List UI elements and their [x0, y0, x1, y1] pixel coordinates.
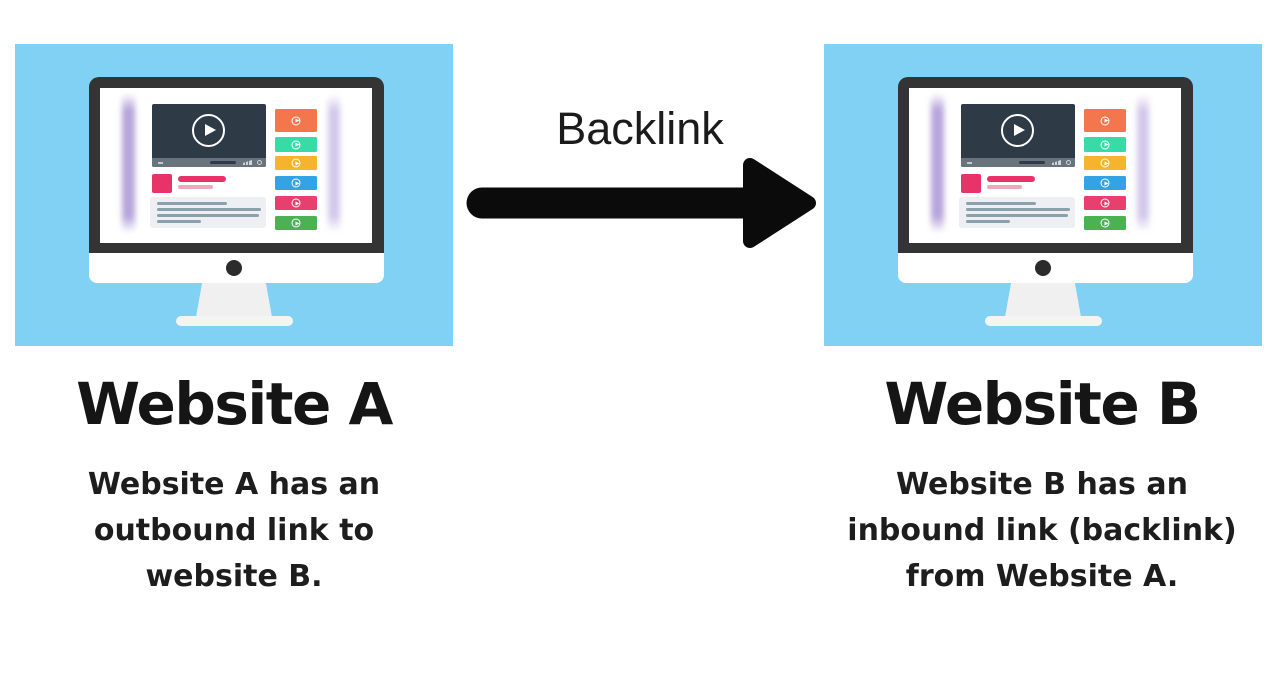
play-button-yellow — [1084, 156, 1126, 170]
mini-play-icon — [1100, 178, 1110, 188]
description-line: Website A has an — [87, 467, 381, 502]
article-subtitle-line — [178, 185, 213, 189]
mini-play-icon — [1100, 198, 1110, 208]
video-progress-bar — [210, 161, 236, 164]
article-thumbnail — [152, 174, 172, 193]
text-paragraph-box — [150, 197, 266, 228]
controlbar-dot-icon — [967, 162, 972, 164]
play-icon — [1001, 114, 1034, 147]
controlbar-dot-icon — [158, 162, 163, 164]
text-line — [966, 220, 1010, 223]
camera-dot-icon — [1035, 260, 1051, 276]
play-button-pink — [1084, 196, 1126, 210]
mini-play-icon — [291, 178, 301, 188]
text-line — [157, 202, 227, 205]
text-paragraph-box — [959, 197, 1075, 228]
backlink-arrow-icon — [466, 158, 816, 248]
description-line: inbound link (backlink) — [847, 513, 1237, 548]
camera-dot-icon — [226, 260, 242, 276]
play-button-blue — [275, 176, 317, 190]
heading-website-b: Website B — [884, 370, 1201, 438]
play-icon — [192, 114, 225, 147]
mini-play-icon — [1100, 158, 1110, 168]
description-line: from Website A. — [905, 559, 1179, 594]
settings-circle-icon — [257, 160, 262, 165]
play-button-blue — [1084, 176, 1126, 190]
page-decoration-strip-left — [931, 93, 944, 233]
article-thumbnail — [961, 174, 981, 193]
video-controlbar — [961, 158, 1075, 167]
video-controlbar — [152, 158, 266, 167]
heading-website-a: Website A — [76, 370, 393, 438]
play-button-orange — [275, 109, 317, 132]
volume-bars-icon — [243, 160, 252, 165]
text-line — [966, 214, 1068, 217]
page-decoration-strip-right — [328, 94, 340, 232]
video-progress-bar — [1019, 161, 1045, 164]
description-line: outbound link to — [93, 513, 375, 548]
caption-website-a: Website A Website A has an outbound link… — [14, 374, 454, 604]
text-line — [157, 220, 201, 223]
monitor-illustration — [824, 44, 1262, 346]
mini-play-icon — [291, 116, 301, 125]
play-button-green — [1084, 216, 1126, 230]
monitor-stand — [1005, 283, 1081, 317]
mini-play-icon — [1100, 116, 1110, 125]
play-button-teal — [275, 137, 317, 152]
mini-play-icon — [291, 158, 301, 168]
video-player — [961, 104, 1075, 167]
monitor-base — [985, 316, 1102, 326]
volume-bars-icon — [1052, 160, 1061, 165]
play-button-teal — [1084, 137, 1126, 152]
backlink-label: Backlink — [556, 103, 724, 154]
mini-play-icon — [1100, 218, 1110, 228]
panel-website-a — [15, 44, 453, 346]
monitor-stand — [196, 283, 272, 317]
text-line — [157, 214, 259, 217]
page-decoration-strip-left — [122, 93, 135, 233]
settings-circle-icon — [1066, 160, 1071, 165]
play-button-green — [275, 216, 317, 230]
description-line: Website B has an — [896, 467, 1188, 502]
description-website-b: Website B has an inbound link (backlink)… — [822, 462, 1262, 600]
article-subtitle-line — [987, 185, 1022, 189]
caption-website-b: Website B Website B has an inbound link … — [822, 374, 1262, 604]
text-line — [157, 208, 261, 211]
description-website-a: Website A has an outbound link to websit… — [14, 462, 454, 600]
mini-play-icon — [291, 218, 301, 228]
article-title-line — [987, 176, 1035, 182]
play-button-yellow — [275, 156, 317, 170]
monitor-base — [176, 316, 293, 326]
page-decoration-strip-right — [1137, 94, 1149, 232]
article-title-line — [178, 176, 226, 182]
mini-play-icon — [1100, 140, 1110, 149]
video-player — [152, 104, 266, 167]
description-line: website B. — [145, 559, 323, 594]
text-line — [966, 208, 1070, 211]
mini-play-icon — [291, 198, 301, 208]
panel-website-b — [824, 44, 1262, 346]
play-button-pink — [275, 196, 317, 210]
monitor-illustration — [15, 44, 453, 346]
play-button-orange — [1084, 109, 1126, 132]
mini-play-icon — [291, 140, 301, 149]
text-line — [966, 202, 1036, 205]
